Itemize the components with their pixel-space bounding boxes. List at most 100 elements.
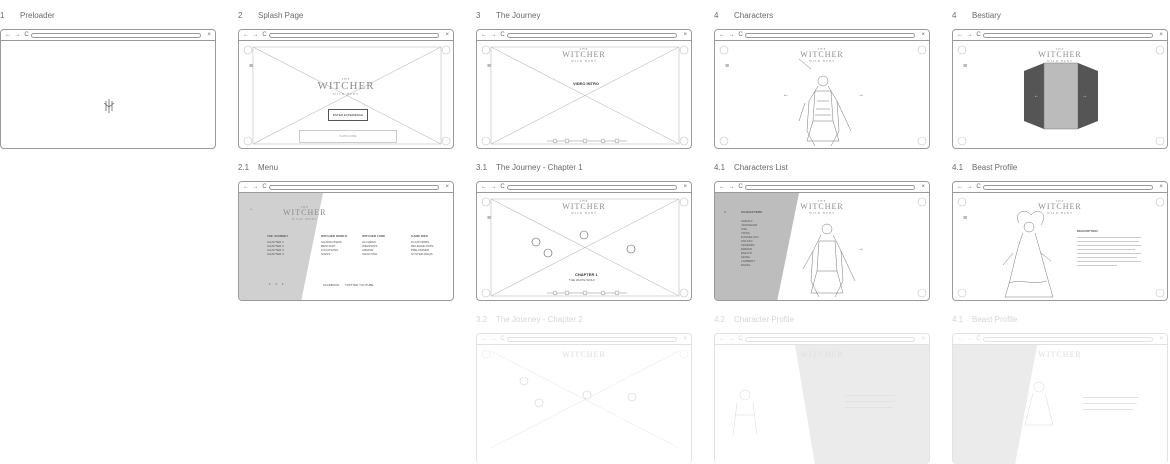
close-icon[interactable]: × (921, 32, 925, 38)
timeline (547, 290, 627, 296)
close-icon[interactable]: × (445, 184, 449, 190)
browser-nav-icons[interactable]: ← → C (243, 184, 268, 190)
hamburger-icon[interactable]: ≡ (725, 63, 730, 70)
close-icon[interactable]: × (207, 32, 211, 38)
witcher-logo: WITCHER (562, 350, 606, 359)
subscribe-field[interactable]: SUBSCRIBE (299, 130, 397, 143)
close-icon[interactable]: × (683, 336, 687, 342)
close-menu-icon[interactable]: × (724, 209, 727, 214)
browser-nav-icons[interactable]: ← → C (481, 336, 506, 342)
footer-link-youtube[interactable]: YOUTUBE (359, 283, 374, 287)
next-arrow-icon[interactable]: → (858, 246, 864, 252)
hamburger-icon[interactable]: ≡ (487, 215, 492, 222)
browser-nav-icons[interactable]: ← → C (719, 336, 744, 342)
video-intro-label[interactable]: VIDEO INTRO (573, 81, 600, 86)
witcher-logo: THE WITCHER WILD HUNT (800, 47, 844, 63)
list-item[interactable]: DANDELION (741, 235, 759, 239)
browser-nav-icons[interactable]: ← → C (481, 32, 506, 38)
footer-link-facebook[interactable]: FACEBOOK (323, 283, 340, 287)
browser-nav-icons[interactable]: ← → C (719, 184, 744, 190)
bestiary-carousel (957, 45, 1165, 146)
hamburger-icon[interactable]: ≡ (963, 215, 968, 222)
next-arrow-icon[interactable]: → (1082, 93, 1087, 99)
enter-experience-button[interactable]: ENTER EXPERIENCE (328, 109, 368, 121)
hamburger-icon[interactable]: ≡ (963, 63, 968, 70)
list-item[interactable]: EREDIN (741, 247, 753, 251)
browser-bar: ← → C × (715, 334, 929, 345)
witcher-logo: THE WITCHER WILD HUNT (1038, 199, 1082, 215)
wireframe-splash: ← → C× ≡ THE WITCHER WILD HUNT ENTER EXP… (238, 29, 454, 149)
hamburger-icon[interactable]: ≡ (249, 63, 254, 70)
list-item[interactable]: GERALT (741, 219, 753, 223)
browser-bar: ← → C × (953, 30, 1167, 41)
browser-nav-icons[interactable]: ← → C (957, 336, 982, 342)
close-icon[interactable]: × (1159, 336, 1163, 342)
address-bar[interactable] (507, 185, 677, 190)
address-bar[interactable] (983, 337, 1153, 342)
list-item[interactable]: VESEMIR (741, 243, 755, 247)
close-icon[interactable]: × (1159, 32, 1163, 38)
witcher-logo: THE WITCHER WILD HUNT (1038, 47, 1082, 63)
address-bar[interactable] (507, 33, 677, 38)
address-bar[interactable] (745, 185, 915, 190)
browser-nav-icons[interactable]: ← → C (243, 32, 268, 38)
list-item[interactable]: YENNEFER (741, 223, 758, 227)
close-icon[interactable]: × (921, 184, 925, 190)
list-item[interactable]: ZOLTAN (741, 239, 753, 243)
browser-nav-icons[interactable]: ← → C (719, 32, 744, 38)
list-item[interactable]: ESKEL (741, 263, 751, 267)
map-points[interactable] (531, 230, 636, 258)
address-bar[interactable] (983, 185, 1153, 190)
footer-link-twitter[interactable]: TWITTER (345, 283, 359, 287)
address-bar[interactable] (745, 33, 915, 38)
beast-description-heading: DESCRIPTION (1077, 229, 1098, 233)
list-item[interactable]: CIRI (741, 227, 747, 231)
wireframe-character-profile: ← → C× WITCHER (714, 333, 930, 464)
back-arrow-icon[interactable]: ← (249, 206, 254, 212)
wireframe-bestiary: ← → C × ≡ THE WITCHER WILD HUNT ← → (952, 29, 1168, 149)
list-item[interactable]: TRISS (741, 231, 750, 235)
menu-column-world: WITCHER WORLD CHARACTERS BESTIARY LOCATI… (321, 234, 348, 256)
address-bar[interactable] (269, 33, 439, 38)
hamburger-icon[interactable]: ≡ (487, 63, 492, 70)
browser-nav-icons[interactable]: ← → C (5, 32, 30, 38)
browser-bar: ← → C × (239, 182, 453, 193)
list-item[interactable]: EMHYR (741, 251, 752, 255)
chapter-title: CHAPTER 1 (575, 272, 598, 277)
address-bar[interactable] (31, 33, 201, 38)
address-bar[interactable] (507, 337, 677, 342)
address-bar[interactable] (745, 337, 915, 342)
wireframe-journey: ← → C× ≡ THE WITCHER WILD HUNT VIDEO INT… (476, 29, 692, 149)
list-item[interactable]: LAMBERT (741, 259, 756, 263)
beast-list-panel (953, 345, 1139, 464)
browser-nav-icons[interactable]: ← → C (957, 184, 982, 190)
prev-arrow-icon[interactable]: ← (783, 92, 789, 98)
list-item[interactable]: KEIRA (741, 255, 751, 259)
close-icon[interactable]: × (1159, 184, 1163, 190)
address-bar[interactable] (983, 33, 1153, 38)
preloader-logo-icon (103, 99, 115, 113)
address-bar[interactable] (269, 185, 439, 190)
browser-nav-icons[interactable]: ← → C (481, 184, 506, 190)
close-icon[interactable]: × (683, 184, 687, 190)
witcher-logo: THE WITCHER WILD HUNT (562, 199, 606, 215)
close-icon[interactable]: × (683, 32, 687, 38)
description-text-lines (1077, 237, 1141, 266)
next-arrow-icon[interactable]: → (858, 92, 864, 98)
prev-arrow-icon[interactable]: ← (1034, 93, 1039, 99)
close-icon[interactable]: × (445, 32, 449, 38)
menu-column-journey: THE JOURNEY CHAPTER 1 CHAPTER 2 CHAPTER … (267, 234, 289, 256)
social-icons[interactable]: • • • (269, 281, 286, 286)
browser-nav-icons[interactable]: ← → C (957, 32, 982, 38)
close-icon[interactable]: × (921, 336, 925, 342)
browser-bar: ← → C × (239, 30, 453, 41)
wireframe-beast-profile: ← → C× ≡ THE WITCHER WILD HU (952, 181, 1168, 301)
menu-gray-panel (239, 193, 323, 300)
